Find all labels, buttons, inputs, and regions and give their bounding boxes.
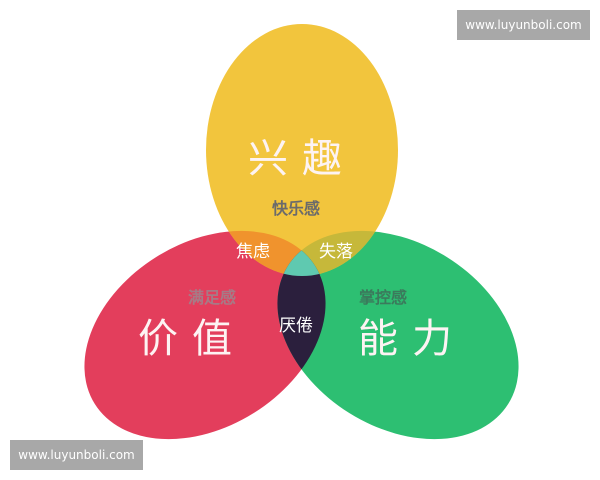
value-label: 价值 bbox=[138, 316, 246, 362]
watermark-bottom: www.luyunboli.com bbox=[10, 440, 143, 470]
ability-sublabel: 掌控感 bbox=[359, 288, 407, 307]
anxiety-label: 焦虑 bbox=[236, 242, 270, 262]
interest-label: 兴趣 bbox=[248, 136, 356, 182]
boredom-label: 厌倦 bbox=[279, 316, 313, 336]
interest-sublabel: 快乐感 bbox=[272, 199, 320, 218]
value-sublabel: 满足感 bbox=[188, 288, 236, 307]
loss-label: 失落 bbox=[319, 242, 353, 262]
watermark-top: www.luyunboli.com bbox=[457, 10, 590, 40]
ability-label: 能力 bbox=[358, 316, 466, 362]
